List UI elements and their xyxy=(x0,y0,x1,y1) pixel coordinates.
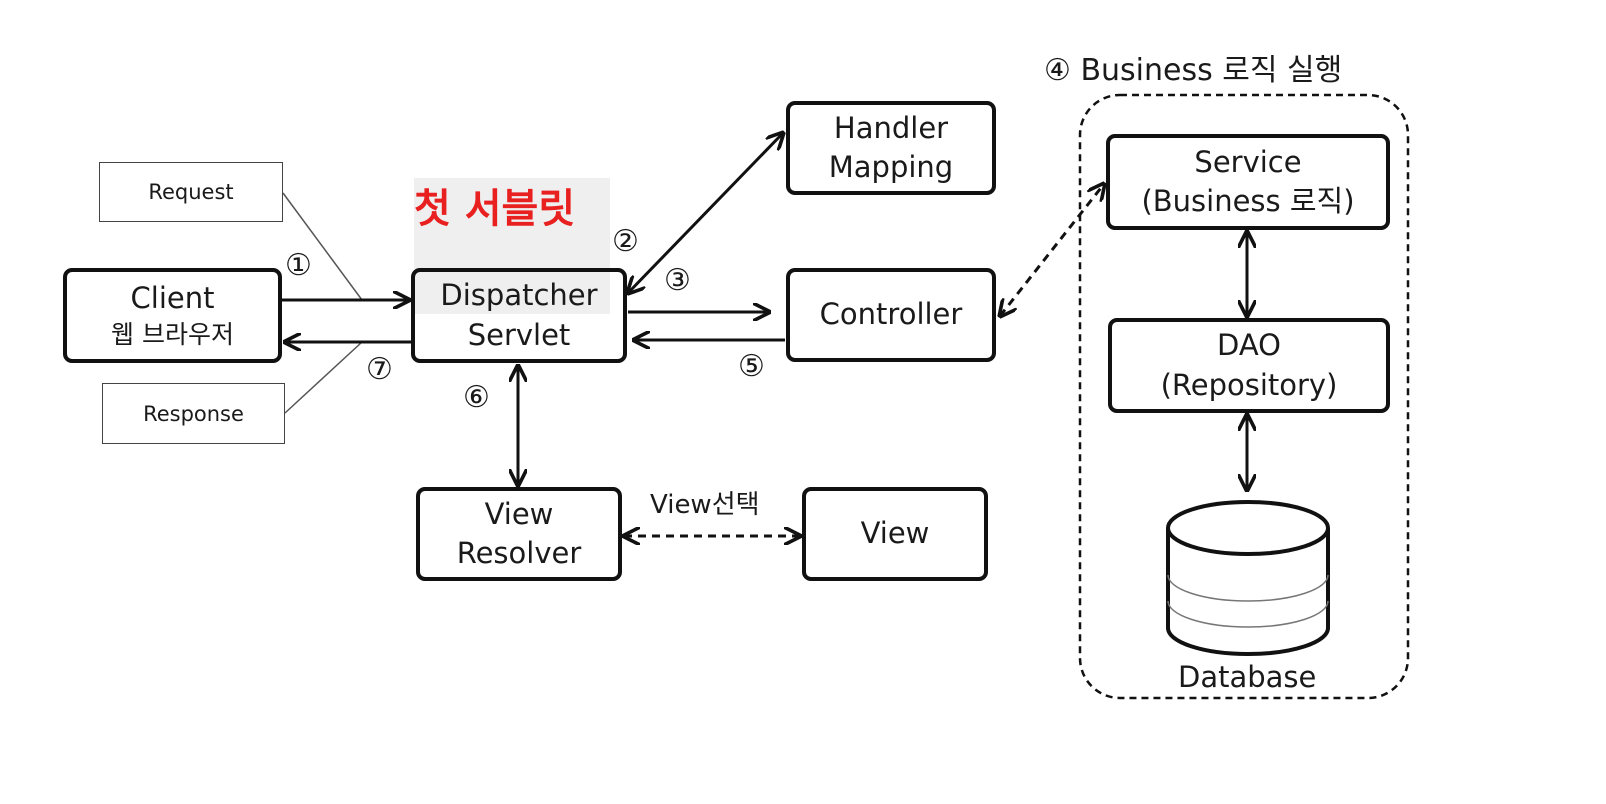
controller-node: Controller xyxy=(786,268,996,362)
view-resolver-line1: View xyxy=(484,496,554,531)
arrow-handler-mapping xyxy=(628,133,783,293)
database-label: Database xyxy=(1178,660,1317,694)
view-label: View xyxy=(860,516,930,551)
title-note: 첫 서블릿 xyxy=(414,186,576,232)
dispatcher-highlight xyxy=(414,178,610,314)
request-callout: Request xyxy=(99,162,283,222)
client-node: Client 웹 브라우저 xyxy=(63,268,282,363)
handler-mapping-line2: Mapping xyxy=(828,150,954,184)
step-6-label: ⑥ xyxy=(463,380,490,415)
step-1-label: ① xyxy=(285,248,312,283)
client-title: Client xyxy=(130,281,215,316)
business-group-text: Business 로직 실행 xyxy=(1080,53,1343,88)
dispatcher-line2: Servlet xyxy=(467,317,571,352)
response-callout: Response xyxy=(102,383,285,444)
step-7-label: ⑦ xyxy=(366,352,393,387)
handler-mapping-line1: Handler xyxy=(833,110,949,145)
dao-line2: (Repository) xyxy=(1160,367,1338,402)
dispatcher-line1: Dispatcher xyxy=(440,278,598,313)
step-2-label: ② xyxy=(612,224,639,259)
dao-line1: DAO xyxy=(1217,328,1281,363)
view-node: View xyxy=(802,487,988,581)
step-5-label: ⑤ xyxy=(738,349,765,384)
step-4-label: ④ xyxy=(1044,53,1071,88)
view-resolver-node: View Resolver xyxy=(416,487,622,581)
service-line1: Service xyxy=(1194,144,1302,179)
client-subtitle: 웹 브라우저 xyxy=(111,320,234,350)
dispatcher-servlet-node: Dispatcher Servlet xyxy=(411,268,627,363)
controller-label: Controller xyxy=(819,297,963,332)
service-node: Service (Business 로직) xyxy=(1106,134,1390,230)
database-icon xyxy=(1166,500,1330,656)
view-resolver-line2: Resolver xyxy=(456,536,582,570)
response-leader xyxy=(284,341,363,414)
step-3-label: ③ xyxy=(664,263,691,298)
handler-mapping-node: Handler Mapping xyxy=(786,101,996,195)
business-group-border xyxy=(1078,93,1410,700)
dao-node: DAO (Repository) xyxy=(1108,318,1390,413)
service-line2: (Business 로직) xyxy=(1141,184,1355,218)
arrow-controller-service xyxy=(1000,184,1104,316)
view-select-label: View선택 xyxy=(650,490,760,520)
request-leader xyxy=(282,192,363,301)
business-group-label: ④ Business 로직 실행 xyxy=(1044,45,1342,89)
